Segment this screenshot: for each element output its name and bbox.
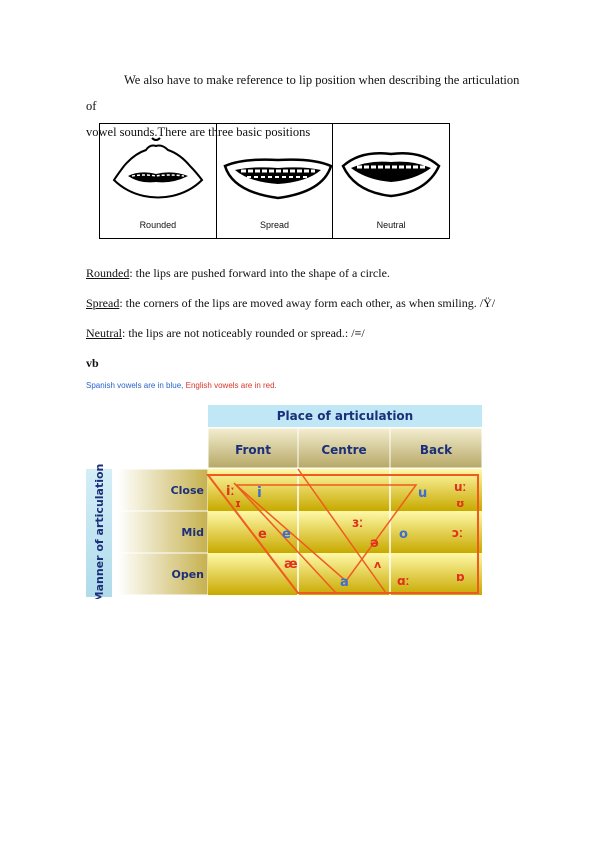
- lips-spread-panel: Spread: [217, 124, 334, 238]
- chart-title: Place of articulation: [277, 409, 413, 423]
- definition-spread-text: : the corners of the lips are moved away…: [119, 296, 496, 310]
- definition-rounded-text: : the lips are pushed forward into the s…: [129, 266, 390, 280]
- row-header-close-cell: [117, 468, 209, 512]
- lips-label-neutral: Neutral: [376, 220, 406, 230]
- caption-english: English vowels are in red.: [185, 381, 277, 390]
- definition-spread: Spread: the corners of the lips are move…: [86, 296, 495, 311]
- vowel-english-ae: æ: [284, 557, 298, 572]
- column-header-centre-cell: [297, 427, 391, 469]
- term-rounded: Rounded: [86, 266, 130, 280]
- vb-label: vb: [86, 356, 99, 370]
- vowel-english-er: ɜː: [352, 516, 363, 531]
- lips-neutral-panel: Neutral: [333, 124, 449, 238]
- column-header-front: Front: [235, 443, 271, 457]
- vowel-english-uu: uː: [454, 480, 467, 494]
- lips-rounded-panel: Rounded: [100, 124, 217, 238]
- definition-neutral: Neutral: the lips are not noticeably rou…: [86, 326, 365, 341]
- vowel-english-short-i: ɪ: [235, 497, 241, 510]
- vowel-english-ii: iː: [226, 484, 235, 499]
- spanish-vowel-triangle: [234, 484, 418, 583]
- chart-caption: Spanish vowels are in blue, English vowe…: [86, 381, 277, 390]
- vowel-english-short-u: ʊ: [456, 497, 465, 510]
- column-header-back: Back: [420, 443, 453, 457]
- chart-guide-line-1: [233, 482, 337, 594]
- english-vowel-trapezoid: [205, 474, 479, 594]
- row-header-open: Open: [171, 568, 204, 581]
- vowel-english-or: ɔː: [452, 526, 463, 540]
- rounded-lips-illustration: [112, 137, 204, 199]
- band-open: [208, 553, 482, 595]
- term-neutral: Neutral: [86, 326, 122, 340]
- spread-lips-illustration: [223, 158, 333, 200]
- chart-guide-line-2: [297, 468, 387, 594]
- row-header-mid-cell: [117, 510, 209, 554]
- lip-positions-figure: Rounded Spread Neutral: [99, 123, 450, 239]
- lips-label-rounded: Rounded: [139, 220, 177, 230]
- vowel-english-e: e: [258, 527, 267, 542]
- column-header-centre: Centre: [321, 443, 366, 457]
- vowel-chart: Place of articulation Front Centre Back …: [86, 405, 483, 599]
- row-header-mid: Mid: [181, 526, 204, 539]
- vowel-spanish-u: u: [418, 486, 427, 501]
- column-header-back-cell: [389, 427, 483, 469]
- vowel-spanish-a: a: [340, 575, 349, 590]
- caption-spanish: Spanish vowels are in blue,: [86, 381, 186, 390]
- definition-rounded: Rounded: the lips are pushed forward int…: [86, 266, 390, 281]
- vowel-english-schwa: ə: [370, 536, 379, 551]
- row-header-close: Close: [171, 484, 204, 497]
- vowel-english-wedge: ʌ: [374, 558, 382, 571]
- definition-neutral-text: : the lips are not noticeably rounded or…: [121, 326, 365, 340]
- band-mid: [208, 511, 482, 553]
- neutral-lips-illustration: [341, 152, 441, 198]
- vowel-english-short-o: ɒ: [456, 570, 465, 584]
- lips-label-spread: Spread: [259, 220, 290, 230]
- vowel-spanish-o: o: [399, 527, 408, 542]
- vowel-english-ar: ɑː: [397, 574, 410, 588]
- vowel-spanish-i: i: [257, 485, 262, 501]
- term-spread: Spread: [86, 296, 120, 310]
- row-axis-label: Manner of articulation: [93, 464, 106, 599]
- intro-line-1: We also have to make reference to lip po…: [86, 73, 520, 113]
- row-axis-bar: [86, 469, 112, 597]
- column-header-front-cell: [207, 427, 299, 469]
- intro-paragraph: We also have to make reference to lip po…: [86, 67, 526, 145]
- intro-line-2: vowel sounds.There are three basic posit…: [86, 125, 311, 139]
- vowel-spanish-e: e: [282, 527, 291, 542]
- chart-title-bar: [208, 405, 482, 427]
